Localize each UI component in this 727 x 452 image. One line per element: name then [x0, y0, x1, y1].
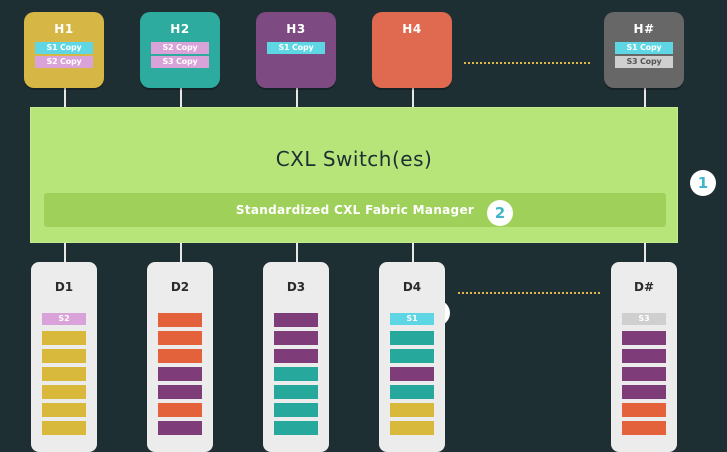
- memory-segment: [274, 367, 318, 381]
- memory-segment: [42, 385, 86, 399]
- shared-segment-label: S2: [42, 313, 86, 325]
- memory-segment: [274, 313, 318, 327]
- host-copies: S1 Copy S3 Copy: [604, 42, 684, 68]
- memory-segment: [390, 349, 434, 363]
- shared-segment-label: S1: [390, 313, 434, 325]
- copy-chip: S3 Copy: [615, 56, 673, 68]
- memory-segment: [390, 385, 434, 399]
- memory-segment: [622, 367, 666, 381]
- host-name: H3: [286, 22, 306, 36]
- host-connector: [180, 88, 182, 107]
- copy-chip: S1 Copy: [267, 42, 325, 54]
- memory-segment: [42, 331, 86, 345]
- device-d3: D3: [263, 262, 329, 452]
- memory-segments: [158, 313, 202, 439]
- device-d2: D2: [147, 262, 213, 452]
- host-copies: S2 Copy S3 Copy: [140, 42, 220, 68]
- host-connector: [644, 88, 646, 107]
- memory-segments: S3: [622, 313, 666, 439]
- host-hn: H# S1 Copy S3 Copy: [604, 12, 684, 88]
- host-h2: H2 S2 Copy S3 Copy: [140, 12, 220, 88]
- device-connector: [180, 243, 182, 262]
- device-connector: [64, 243, 66, 262]
- cxl-switch: CXL Switch(es) Standardized CXL Fabric M…: [30, 107, 678, 243]
- memory-segment: [390, 367, 434, 381]
- device-name: D2: [170, 280, 190, 294]
- hosts-ellipsis-line: [464, 62, 590, 64]
- host-connector: [64, 88, 66, 107]
- host-connector: [412, 88, 414, 107]
- fabric-manager-label: Standardized CXL Fabric Manager: [235, 203, 475, 217]
- host-name: H#: [633, 22, 655, 36]
- switch-title: CXL Switch(es): [275, 147, 433, 171]
- badge-1: 1: [690, 170, 716, 196]
- memory-segment: [622, 385, 666, 399]
- fabric-manager-bar: Standardized CXL Fabric Manager: [44, 193, 666, 227]
- host-h1: H1 S1 Copy S2 Copy: [24, 12, 104, 88]
- memory-segment: [622, 331, 666, 345]
- copy-chip: S3 Copy: [151, 56, 209, 68]
- devices-ellipsis-line: [458, 292, 600, 294]
- memory-segment: [158, 313, 202, 327]
- memory-segment: [390, 331, 434, 345]
- memory-segment: [622, 421, 666, 435]
- device-connector: [412, 243, 414, 262]
- host-connector: [296, 88, 298, 107]
- memory-segment: [158, 385, 202, 399]
- device-dn: D# S3: [611, 262, 677, 452]
- memory-segment: [158, 367, 202, 381]
- memory-segments: S1: [390, 313, 434, 439]
- badge-2: 2: [487, 200, 513, 226]
- memory-segment: [42, 367, 86, 381]
- memory-segment: [622, 349, 666, 363]
- device-connector: [296, 243, 298, 262]
- device-name: D3: [286, 280, 306, 294]
- host-copies: S1 Copy S2 Copy: [24, 42, 104, 68]
- shared-segment-label: S3: [622, 313, 666, 325]
- copy-chip: S2 Copy: [35, 56, 93, 68]
- device-d1: D1 S2: [31, 262, 97, 452]
- memory-segment: [274, 385, 318, 399]
- device-connector: [644, 243, 646, 262]
- copy-chip: S2 Copy: [151, 42, 209, 54]
- host-h3: H3 S1 Copy: [256, 12, 336, 88]
- memory-segments: S2: [42, 313, 86, 439]
- memory-segment: [274, 421, 318, 435]
- copy-chip: S1 Copy: [615, 42, 673, 54]
- memory-segment: [158, 403, 202, 417]
- memory-segment: [42, 421, 86, 435]
- device-d4: D4 S1: [379, 262, 445, 452]
- device-name: D1: [54, 280, 74, 294]
- memory-segments: [274, 313, 318, 439]
- memory-segment: [274, 349, 318, 363]
- copy-chip: S1 Copy: [35, 42, 93, 54]
- memory-segment: [274, 403, 318, 417]
- host-name: H4: [402, 22, 422, 36]
- memory-segment: [390, 421, 434, 435]
- host-name: H1: [54, 22, 74, 36]
- device-name: D#: [633, 280, 654, 294]
- memory-segment: [158, 331, 202, 345]
- host-h4: H4: [372, 12, 452, 88]
- memory-segment: [158, 421, 202, 435]
- device-name: D4: [402, 280, 422, 294]
- memory-segment: [42, 349, 86, 363]
- memory-segment: [622, 403, 666, 417]
- host-name: H2: [170, 22, 190, 36]
- memory-segment: [158, 349, 202, 363]
- memory-segment: [42, 403, 86, 417]
- host-copies: S1 Copy: [256, 42, 336, 54]
- memory-segment: [274, 331, 318, 345]
- memory-segment: [390, 403, 434, 417]
